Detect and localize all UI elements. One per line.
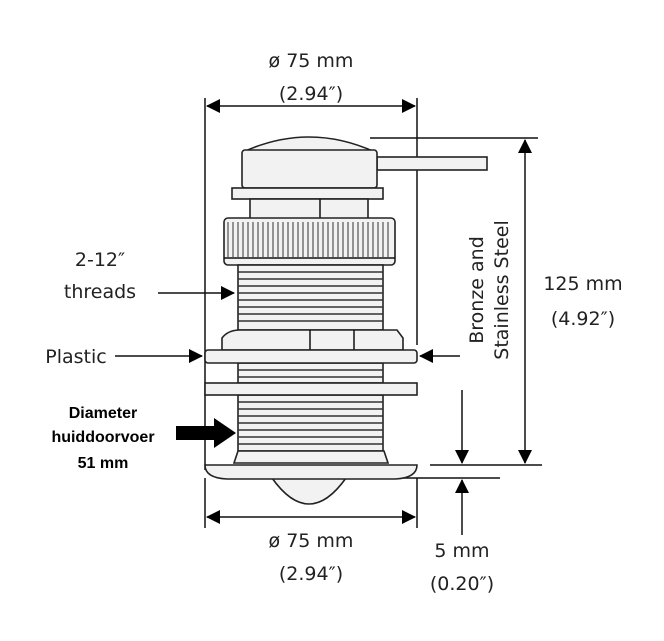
bold-arrow-icon <box>176 418 236 448</box>
material-line2: Stainless Steel <box>491 220 513 359</box>
material-line1: Bronze and <box>466 236 488 344</box>
transducer-body <box>204 136 488 505</box>
diameter-note-line2: huiddoorvoer <box>51 429 154 446</box>
bottom-diameter-metric: ø 75 mm <box>269 530 354 552</box>
threads-line1: 2-12″ <box>75 249 125 271</box>
bottom-diameter-imperial: (2.94″) <box>279 563 343 585</box>
height-metric: 125 mm <box>543 273 622 295</box>
dimension-arrows <box>115 99 532 535</box>
offset-imperial: (0.20″) <box>430 573 494 595</box>
extension-lines <box>204 98 542 528</box>
top-diameter-metric: ø 75 mm <box>269 50 354 72</box>
diameter-note-line3: 51 mm <box>78 455 129 472</box>
height-imperial: (4.92″) <box>551 308 615 330</box>
diameter-note-line1: Diameter <box>69 405 137 422</box>
threads-line2: threads <box>64 281 136 303</box>
offset-metric: 5 mm <box>434 540 489 562</box>
plastic-label: Plastic <box>45 346 106 368</box>
top-diameter-imperial: (2.94″) <box>279 83 343 105</box>
